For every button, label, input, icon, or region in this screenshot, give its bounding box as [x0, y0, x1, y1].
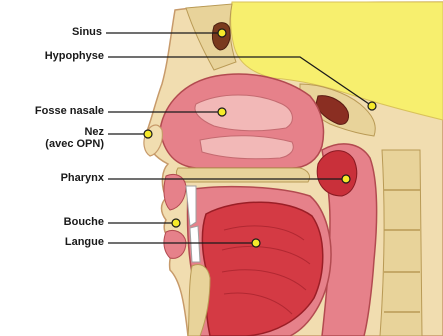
label-nez-sub: (avec OPN)	[4, 138, 104, 150]
label-langue: Langue	[20, 236, 104, 248]
marker-nez	[144, 130, 152, 138]
label-fosse-nasale: Fosse nasale	[4, 105, 104, 117]
hard-palate	[176, 168, 309, 182]
lower-teeth	[190, 226, 200, 262]
marker-pharynx	[342, 175, 350, 183]
lower-lip	[164, 230, 186, 258]
marker-fosse-nasale	[218, 108, 226, 116]
label-hypophyse: Hypophyse	[20, 50, 104, 62]
marker-sinus	[218, 29, 226, 37]
label-bouche: Bouche	[20, 216, 104, 228]
label-sinus: Sinus	[46, 26, 102, 38]
label-nez-group: Nez (avec OPN)	[4, 126, 104, 150]
label-nez: Nez	[4, 126, 104, 138]
marker-hypophyse	[368, 102, 376, 110]
label-pharynx: Pharynx	[20, 172, 104, 184]
nasal-turbinate-lower	[200, 136, 293, 159]
vertebrae	[380, 150, 422, 336]
marker-langue	[252, 239, 260, 247]
marker-bouche	[172, 219, 180, 227]
